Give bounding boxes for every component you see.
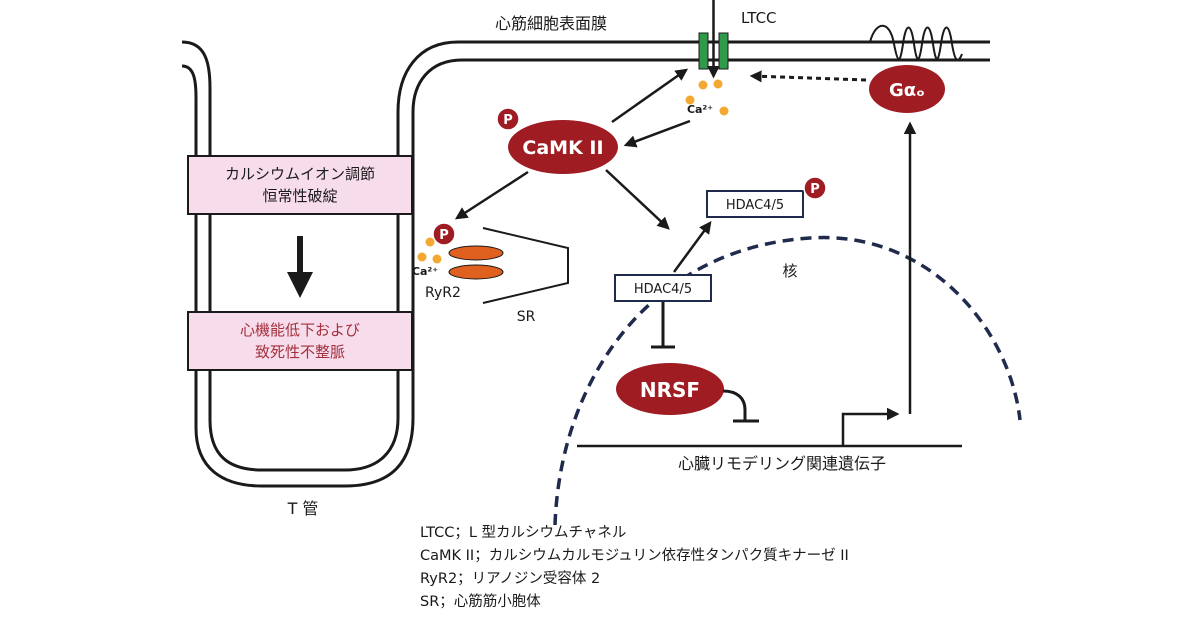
ryr2 [448,245,504,280]
hdac-nuclear-label: HDAC4/5 [634,282,692,297]
calcium-label-ltcc: Ca²⁺ [687,103,713,116]
gpcr-receptor [869,24,963,61]
nrsf: NRSF [616,363,724,415]
legend-item-camkii: CaMK II；カルシウムカルモジュリン依存性タンパク質キナーゼ II [420,548,849,564]
sarcoplasmic-reticulum [482,227,569,304]
sr-label: SR [517,309,536,325]
hdac-phosphorylated-label: HDAC4/5 [726,198,784,213]
g-alpha-o: Gαₒ [869,65,945,113]
nrsf-repression-line [722,389,747,420]
box-top-line1: カルシウムイオン調節 [225,165,375,183]
calcium-to-camkii-arrow [623,119,691,148]
box-bottom-line1: 心機能低下および [240,321,360,339]
nuclear-envelope [553,235,1022,526]
nucleus-label: 核 [782,262,797,280]
calcium-label-sr: Ca²⁺ [412,265,438,278]
hdac-nuclear: HDAC4/5 [614,274,712,302]
ryr2-phospho-label: P [439,228,449,243]
hdac-export-arrow [672,220,712,273]
galpha-to-ltcc-dashed-arrow [749,70,867,83]
nrsf-label: NRSF [640,378,700,402]
ryr2-label: RyR2 [425,285,461,301]
ltcc-channel [698,0,729,79]
hdac-inhibits-nrsf [651,302,675,349]
hdac-phosphorylated: HDAC4/5 [706,190,804,218]
membrane-label: 心筋細胞表面膜 [495,14,607,33]
transcription-start-arrow [841,407,900,446]
camkii-to-hdac-arrow [605,169,670,230]
down-arrow [287,236,313,298]
g-alpha-o-label: Gαₒ [889,80,925,101]
hdac-phospho-label: P [810,182,820,197]
legend-item-ryr2: RyR2；リアノジン受容体 2 [420,571,601,587]
camkii-to-ltcc-arrow [611,68,689,124]
camkii-to-ryr2-arrow [454,170,529,220]
gene-label: 心臓リモデリング関連遺伝子 [678,454,886,473]
legend-item-ltcc: LTCC；L 型カルシウムチャネル [420,525,627,541]
calcium-ions-ltcc [685,79,729,116]
box-bottom-line2: 致死性不整脈 [255,343,345,361]
ryr2-phospho: P [432,222,456,246]
calcium-ions-sr [417,237,442,264]
cell-membrane [181,40,990,488]
camkii-phospho: P [496,107,520,131]
hdac-phospho: P [803,176,827,200]
cardiac-dysfunction-box: 心機能低下および 致死性不整脈 [187,311,413,371]
ltcc-label: LTCC [741,9,777,27]
camkii-phospho-label: P [503,113,513,128]
abbreviation-legend: LTCC；L 型カルシウムチャネル CaMK II；カルシウムカルモジュリン依存… [420,522,849,614]
homeostasis-breakdown-box: カルシウムイオン調節 恒常性破綻 [187,155,413,215]
box-top-line2: 恒常性破綻 [262,187,337,205]
t-tubule-label: T 管 [287,499,319,518]
camkii: CaMK II [508,120,618,174]
camkii-label: CaMK II [522,137,603,159]
legend-item-sr: SR；心筋筋小胞体 [420,594,541,610]
